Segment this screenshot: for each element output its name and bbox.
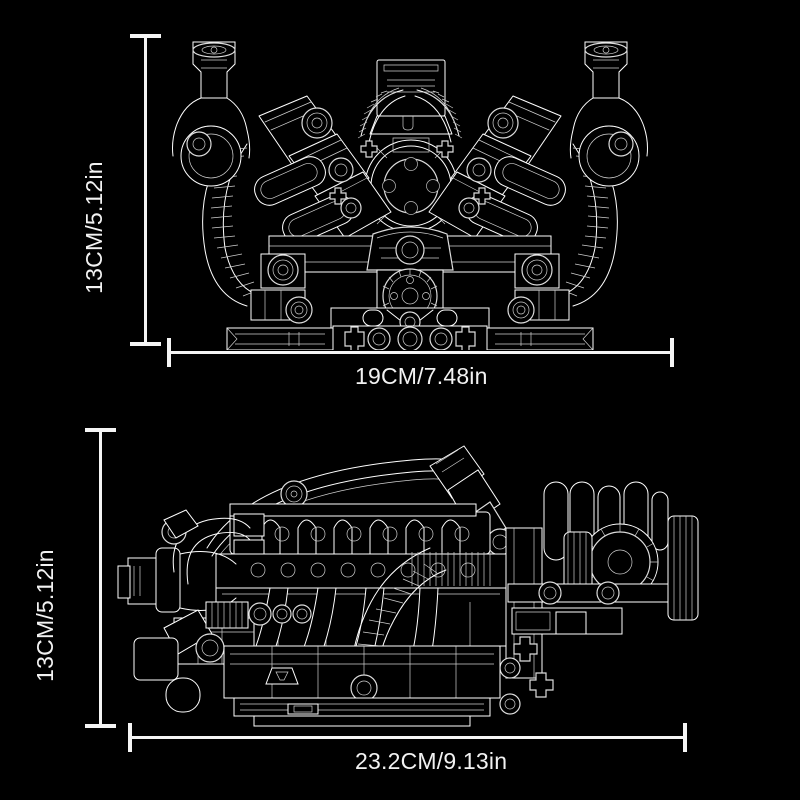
- top-width-dimension-line: [168, 351, 674, 354]
- engine-front-view-drawing: [165, 38, 655, 350]
- top-height-dim-cap-lower: [130, 342, 161, 346]
- top-height-dim-cap-upper: [130, 34, 161, 38]
- bottom-height-dimension-line: [99, 428, 102, 728]
- bottom-height-dim-cap-lower: [85, 724, 116, 728]
- bottom-width-dimension-line: [129, 736, 687, 739]
- bottom-height-dim-cap-upper: [85, 428, 116, 432]
- engine-side-view-drawing: [112, 432, 712, 728]
- top-height-label: 13CM/5.12in: [81, 161, 107, 294]
- top-width-dim-cap-right: [670, 338, 674, 367]
- top-width-dim-cap-left: [167, 338, 171, 367]
- bottom-width-label: 23.2CM/9.13in: [355, 748, 508, 774]
- bottom-height-label: 13CM/5.12in: [32, 549, 58, 682]
- bottom-width-dim-cap-left: [128, 723, 132, 752]
- bottom-width-dim-cap-right: [683, 723, 687, 752]
- top-width-label: 19CM/7.48in: [355, 363, 488, 389]
- top-height-dimension-line: [144, 34, 147, 346]
